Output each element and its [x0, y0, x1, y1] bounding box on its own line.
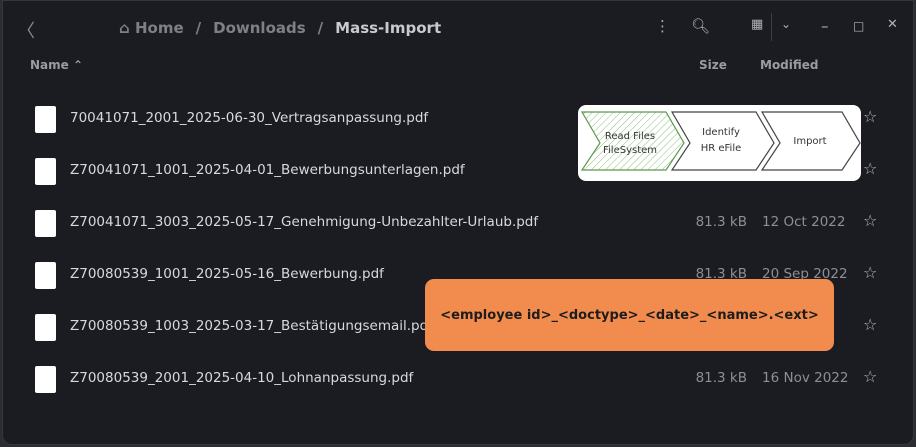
- pdf-file-icon: [35, 366, 56, 393]
- step-1-shape: [580, 111, 685, 171]
- step-1-line-2: FileSystem: [603, 145, 657, 156]
- file-name: Z70080539_1001_2025-05-16_Bewerbung.pdf: [70, 266, 384, 282]
- file-modified: 16 Nov 2022: [762, 370, 849, 386]
- step-3-shape: [760, 111, 861, 171]
- file-modified: 20 Sep 2022: [762, 266, 848, 282]
- home-label: Home: [134, 19, 184, 37]
- file-size: 81.3 kB: [695, 266, 747, 282]
- column-name[interactable]: Name ⌃: [30, 58, 83, 72]
- file-row[interactable]: Z70041071_1001_2025-04-01_Bewerbungsunte…: [3, 145, 913, 197]
- step-1-line-1: Read Files: [605, 131, 655, 142]
- header-bar: 〈 ⌂ Home / Downloads / Mass-Import ⋮ 🔍︎ …: [3, 1, 913, 57]
- star-icon[interactable]: ☆: [863, 367, 878, 386]
- file-row[interactable]: Z70080539_1003_2025-03-17_Bestätigungsem…: [3, 301, 913, 353]
- star-icon[interactable]: ☆: [863, 263, 878, 282]
- breadcrumb-downloads[interactable]: Downloads: [213, 19, 306, 37]
- file-size: 81.3 kB: [695, 214, 747, 230]
- file-name: Z70041071_1001_2025-04-01_Bewerbungsunte…: [70, 162, 465, 178]
- breadcrumb-mass-import[interactable]: Mass-Import: [335, 19, 442, 37]
- column-size[interactable]: Size: [699, 58, 727, 72]
- process-diagram: Read Files FileSystem Identify HR eFile …: [578, 105, 861, 181]
- file-row[interactable]: Z70041071_3003_2025-05-17_Genehmigung-Un…: [3, 197, 913, 249]
- breadcrumb: ⌂ Home / Downloads / Mass-Import: [119, 19, 441, 37]
- minimize-icon[interactable]: –: [821, 17, 829, 35]
- name-label: Name: [30, 58, 69, 72]
- pdf-file-icon: [35, 314, 56, 341]
- separator: /: [317, 19, 324, 37]
- file-name: Z70080539_2001_2025-04-10_Lohnanpassung.…: [70, 370, 414, 386]
- chevron-down-icon[interactable]: ⌄: [781, 17, 792, 31]
- star-icon[interactable]: ☆: [863, 211, 878, 230]
- pdf-file-icon: [35, 106, 56, 133]
- file-name: Z70080539_1003_2025-03-17_Bestätigungsem…: [70, 318, 433, 334]
- sort-up-icon: ⌃: [72, 58, 84, 72]
- home-icon: ⌂: [119, 19, 130, 37]
- divider: [771, 13, 772, 41]
- menu-icon[interactable]: ⋮: [655, 17, 670, 35]
- file-name: 70041071_2001_2025-06-30_Vertragsanpassu…: [70, 110, 429, 126]
- filename-pattern-note: <employee id>_<doctype>_<date>_<name>.<e…: [425, 279, 834, 351]
- pdf-file-icon: [35, 158, 56, 185]
- file-row[interactable]: 70041071_2001_2025-06-30_Vertragsanpassu…: [3, 93, 913, 145]
- grid-view-icon[interactable]: ▦: [751, 17, 764, 32]
- star-icon[interactable]: ☆: [863, 159, 878, 178]
- search-folder-icon[interactable]: 🔍︎: [691, 17, 711, 35]
- star-icon[interactable]: ☆: [863, 315, 878, 334]
- file-row[interactable]: Z70080539_2001_2025-04-10_Lohnanpassung.…: [3, 353, 913, 405]
- pdf-file-icon: [35, 262, 56, 289]
- step-3-line-1: Import: [793, 136, 826, 147]
- step-2-shape: [670, 111, 775, 171]
- file-name: Z70041071_3003_2025-05-17_Genehmigung-Un…: [70, 214, 539, 230]
- step-2-line-2: HR eFile: [701, 143, 742, 154]
- breadcrumb-home[interactable]: ⌂ Home: [119, 19, 184, 37]
- back-button[interactable]: 〈: [17, 21, 35, 42]
- file-row[interactable]: Z70080539_1001_2025-05-16_Bewerbung.pdf …: [3, 249, 913, 301]
- file-size: 81.3 kB: [695, 370, 747, 386]
- close-icon[interactable]: ✕: [887, 17, 898, 32]
- process-chevrons: Read Files FileSystem Identify HR eFile …: [580, 111, 861, 171]
- separator: /: [195, 19, 202, 37]
- maximize-icon[interactable]: □: [853, 19, 865, 33]
- file-modified: 12 Oct 2022: [762, 214, 846, 230]
- star-icon[interactable]: ☆: [863, 107, 878, 126]
- column-modified[interactable]: Modified: [760, 58, 819, 72]
- step-2-line-1: Identify: [702, 127, 740, 138]
- pdf-file-icon: [35, 210, 56, 237]
